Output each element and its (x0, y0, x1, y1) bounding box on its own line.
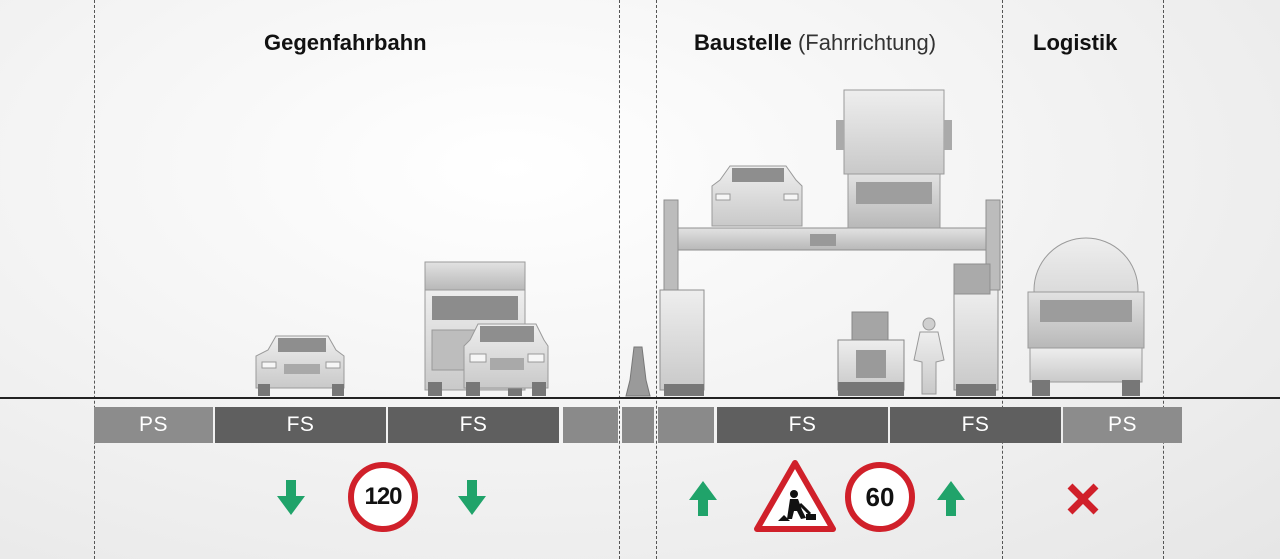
lane-fs-1: FS (215, 407, 386, 443)
portal-gantry (659, 199, 1001, 396)
arrow-down-icon (277, 480, 305, 515)
lane-ps-right: PS (1063, 407, 1182, 443)
arrow-down-icon (458, 480, 486, 515)
roadworks-warning-sign-icon (754, 460, 836, 532)
divider-line (656, 0, 657, 559)
barrier-cone (625, 346, 651, 397)
lane-fs-2: FS (388, 407, 559, 443)
arrow-up-icon (937, 481, 965, 516)
road-surface-line (0, 397, 1280, 399)
divider-line (1163, 0, 1164, 559)
speed-limit-sign-icon (845, 462, 915, 532)
divider-line (94, 0, 95, 559)
suv-left (463, 323, 549, 396)
truck-on-gantry (836, 89, 952, 229)
lane-shoulder-left (563, 407, 618, 443)
speed-limit-sign-60: 60 (845, 462, 915, 532)
worker-figure (913, 317, 945, 395)
lane-label: FS (961, 413, 990, 436)
construction-machine (837, 311, 905, 396)
lane-label: FS (788, 413, 817, 436)
mixer-truck (1027, 237, 1145, 396)
lane-ps-left: PS (94, 407, 213, 443)
divider-line (1002, 0, 1003, 559)
lane-fs-4: FS (890, 407, 1061, 443)
heading-logistik: Logistik (1033, 30, 1118, 55)
lane-shoulder-right (658, 407, 714, 443)
speed-limit-value: 60 (865, 482, 895, 512)
heading-baustelle: Baustelle (Fahrrichtung) (694, 30, 937, 55)
speed-limit-sign-120: 120 (348, 462, 418, 532)
lane-label: PS (138, 413, 168, 436)
red-x-icon (1067, 483, 1099, 515)
speed-limit-value: 120 (364, 483, 402, 510)
speed-limit-sign-icon (348, 462, 418, 532)
car-on-gantry (711, 165, 803, 227)
lane-label: FS (459, 413, 488, 436)
lane-label: PS (1107, 413, 1137, 436)
heading-gegenfahrbahn: Gegenfahrbahn (264, 30, 427, 55)
arrow-up-icon (689, 481, 717, 516)
car-left (255, 335, 345, 396)
divider-line (619, 0, 620, 559)
lane-label: FS (286, 413, 315, 436)
lane-median (622, 407, 654, 443)
lane-fs-3: FS (717, 407, 888, 443)
vehicles-illustration (255, 89, 1145, 397)
